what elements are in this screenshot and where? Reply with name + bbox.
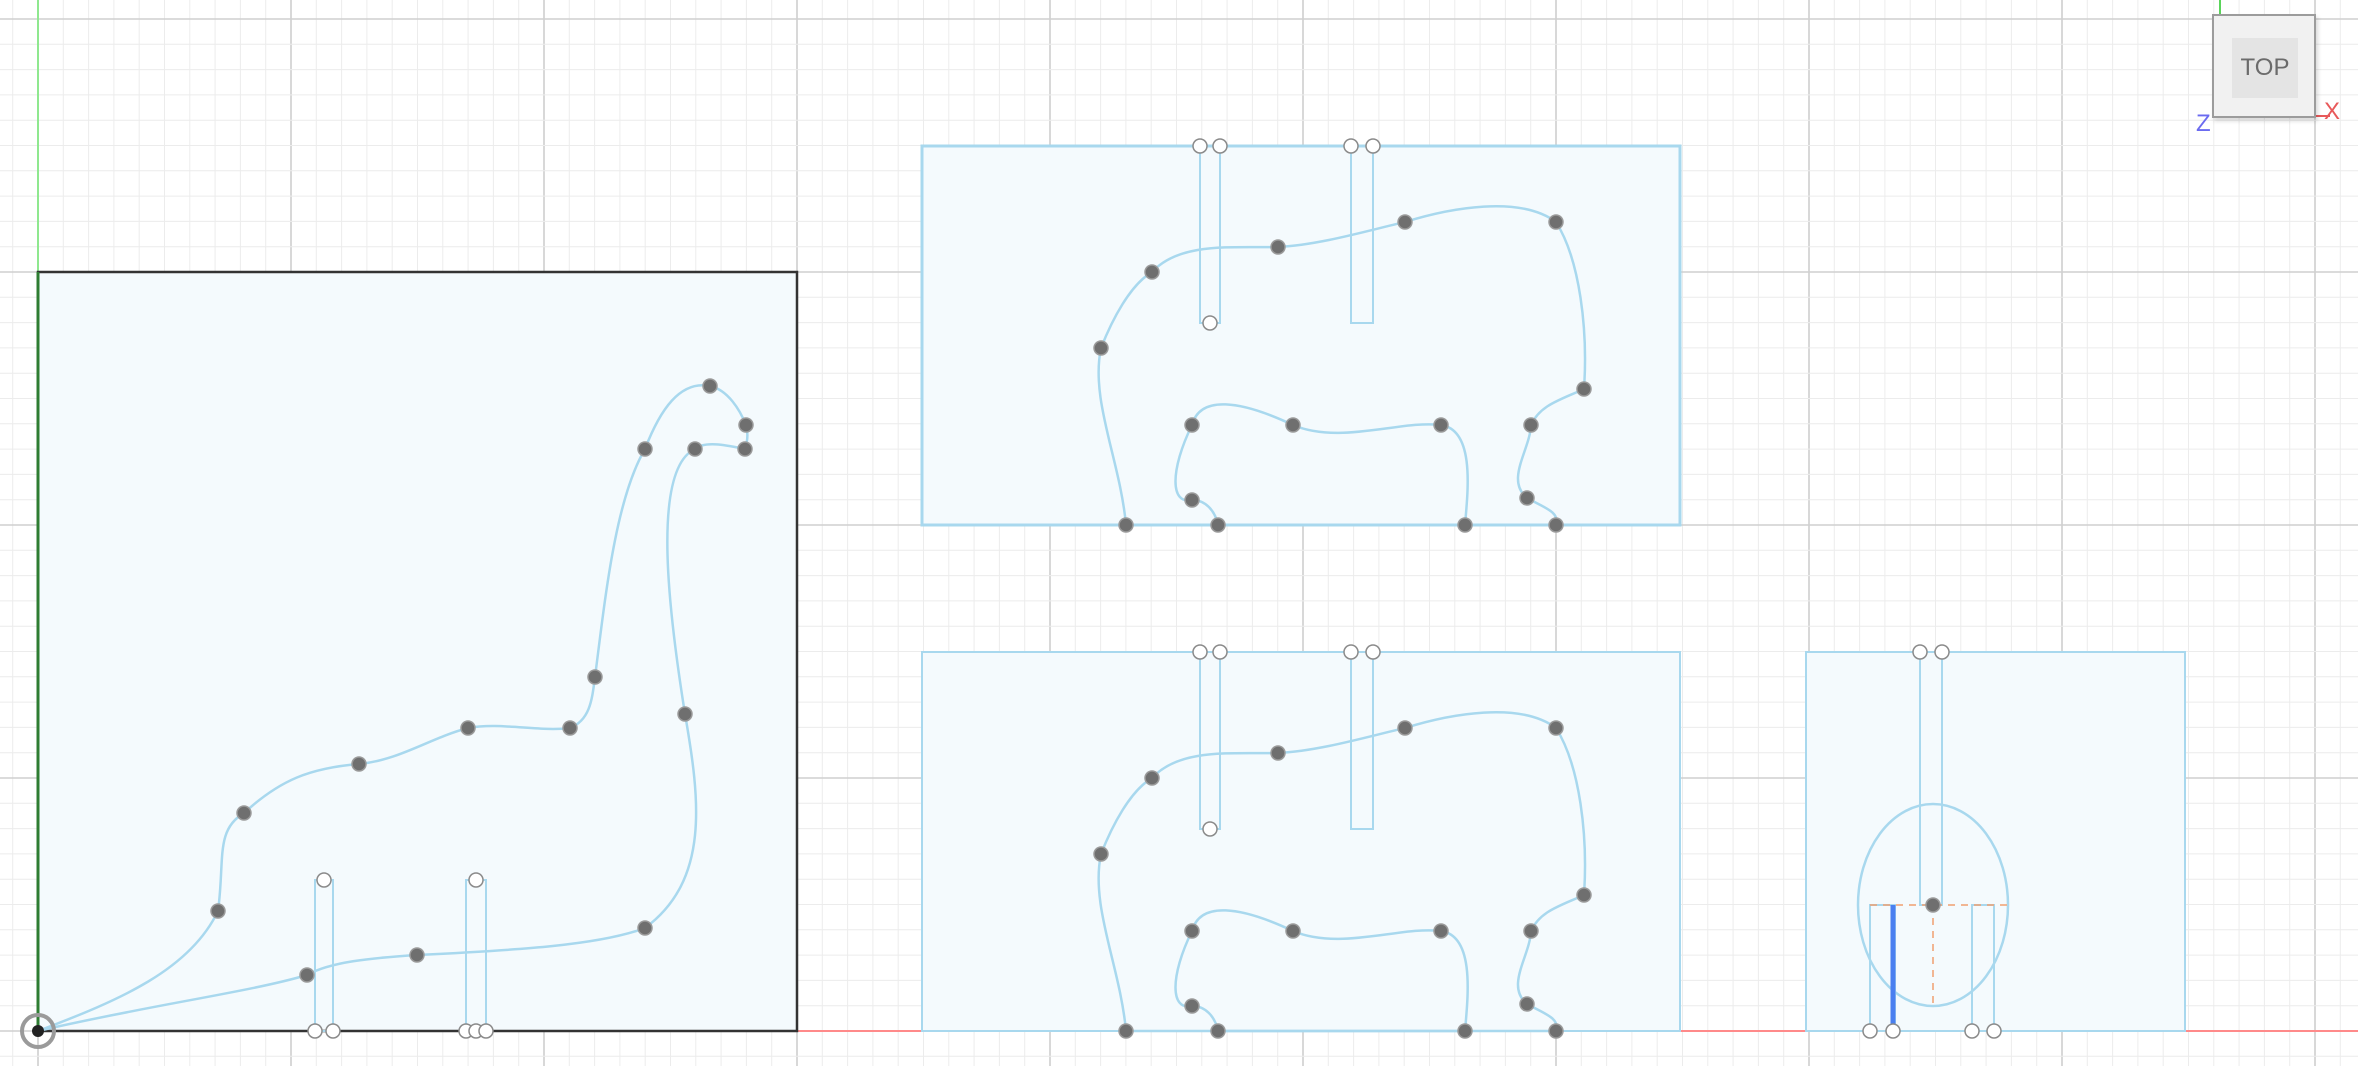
open-points-lower[interactable] <box>1192 644 1381 837</box>
sketch-point[interactable] <box>299 967 315 983</box>
dinosaur-profile-curve[interactable] <box>37 383 749 1033</box>
sketch-endpoint[interactable] <box>325 1023 341 1039</box>
sketch-points-end[interactable] <box>1925 897 1941 913</box>
sketch-point[interactable] <box>1519 996 1535 1012</box>
sketch-endpoint[interactable] <box>1202 821 1218 837</box>
sketch-point[interactable] <box>1523 417 1539 433</box>
open-points-end[interactable] <box>1862 644 2002 1039</box>
sketch-endpoint[interactable] <box>1343 138 1359 154</box>
sketch-point[interactable] <box>677 706 693 722</box>
sketch-point[interactable] <box>1144 770 1160 786</box>
sketch-point[interactable] <box>1210 517 1226 533</box>
sketch-point[interactable] <box>1433 923 1449 939</box>
sketch-frame[interactable] <box>921 651 1681 1032</box>
sketch-endpoint[interactable] <box>1986 1023 2002 1039</box>
sketch-point[interactable] <box>1118 517 1134 533</box>
sketch-side-profile[interactable] <box>36 270 799 1039</box>
sketch-endpoint[interactable] <box>1365 138 1381 154</box>
sketch-frame[interactable] <box>1805 651 2186 1032</box>
sketch-point[interactable] <box>1576 887 1592 903</box>
sketch-point[interactable] <box>409 947 425 963</box>
sketch-endpoint[interactable] <box>1934 644 1950 660</box>
sketch-endpoint[interactable] <box>1885 1023 1901 1039</box>
body-outline-curve[interactable] <box>1097 205 1587 527</box>
sketch-point[interactable] <box>236 805 252 821</box>
sketch-point[interactable] <box>1210 1023 1226 1039</box>
sketch-point[interactable] <box>210 903 226 919</box>
sketch-points-side[interactable] <box>210 378 754 983</box>
sketch-point[interactable] <box>1548 214 1564 230</box>
sketch-frame[interactable] <box>920 144 1682 527</box>
sketch-point[interactable] <box>702 378 718 394</box>
sketch-point[interactable] <box>637 441 653 457</box>
sketch-endpoint[interactable] <box>1212 644 1228 660</box>
sketch-point[interactable] <box>1457 1023 1473 1039</box>
sketch-point[interactable] <box>1118 1023 1134 1039</box>
sketch-point[interactable] <box>1285 417 1301 433</box>
body-ellipse[interactable] <box>1856 802 2010 1008</box>
sketch-point[interactable] <box>587 669 603 685</box>
sketch-point[interactable] <box>460 720 476 736</box>
open-points-side[interactable] <box>307 872 494 1039</box>
sketch-point[interactable] <box>1576 381 1592 397</box>
sketch-point[interactable] <box>738 417 754 433</box>
slot-right <box>1350 651 1374 830</box>
sketch-top-profile-upper[interactable] <box>920 138 1682 533</box>
sketch-endpoint[interactable] <box>1365 644 1381 660</box>
sketch-endpoint[interactable] <box>307 1023 323 1039</box>
sketch-point[interactable] <box>1184 998 1200 1014</box>
sketch-point[interactable] <box>1548 517 1564 533</box>
sketch-point[interactable] <box>1397 720 1413 736</box>
sketch-point[interactable] <box>1523 923 1539 939</box>
sketch-endpoint[interactable] <box>316 872 332 888</box>
sketch-point[interactable] <box>351 756 367 772</box>
sketch-point[interactable] <box>1285 923 1301 939</box>
sketch-point[interactable] <box>1548 1023 1564 1039</box>
sketch-point[interactable] <box>1144 264 1160 280</box>
sketch-point[interactable] <box>737 441 753 457</box>
sketch-point[interactable] <box>1548 720 1564 736</box>
sketch-endpoint[interactable] <box>1212 138 1228 154</box>
sketch-point[interactable] <box>637 920 653 936</box>
sketch-endpoint[interactable] <box>1912 644 1928 660</box>
sketch-endpoint[interactable] <box>1862 1023 1878 1039</box>
sketch-point[interactable] <box>1925 897 1941 913</box>
origin-point[interactable] <box>20 1013 56 1049</box>
sketch-endpoint[interactable] <box>1343 644 1359 660</box>
viewcube-top-face[interactable]: TOP <box>2232 38 2298 98</box>
sketch-end-profile[interactable] <box>1805 644 2186 1039</box>
sketch-points-lower[interactable] <box>1093 720 1592 1039</box>
sketch-point[interactable] <box>562 720 578 736</box>
sketch-points-upper[interactable] <box>1093 214 1592 533</box>
viewcube[interactable]: TOP <box>2212 14 2316 118</box>
open-points-upper[interactable] <box>1192 138 1381 331</box>
x-axis-label: X <box>2324 98 2341 125</box>
sketch-endpoint[interactable] <box>1192 138 1208 154</box>
sketch-point[interactable] <box>687 441 703 457</box>
sketch-endpoint[interactable] <box>1192 644 1208 660</box>
sketch-point[interactable] <box>1270 239 1286 255</box>
slot-right <box>1350 145 1374 324</box>
sketch-point[interactable] <box>1093 846 1109 862</box>
sketch-point[interactable] <box>1184 923 1200 939</box>
z-axis-label: Z <box>2196 110 2211 137</box>
body-outline-curve[interactable] <box>1097 711 1587 1033</box>
sketch-point[interactable] <box>1397 214 1413 230</box>
sketch-point[interactable] <box>1433 417 1449 433</box>
slot-leg-right <box>1971 904 1995 1032</box>
sketch-point[interactable] <box>1457 517 1473 533</box>
sketch-point[interactable] <box>1519 490 1535 506</box>
sketch-endpoint[interactable] <box>1202 315 1218 331</box>
sketch-point[interactable] <box>1184 417 1200 433</box>
sketch-frame-selected[interactable] <box>36 270 799 1033</box>
sketch-endpoint[interactable] <box>478 1023 494 1039</box>
sketch-endpoint[interactable] <box>1964 1023 1980 1039</box>
sketch-point[interactable] <box>1270 745 1286 761</box>
sketch-endpoint[interactable] <box>468 872 484 888</box>
sketch-top-profile-lower[interactable] <box>921 644 1681 1039</box>
sketch-point[interactable] <box>1093 340 1109 356</box>
sketch-point[interactable] <box>1184 492 1200 508</box>
